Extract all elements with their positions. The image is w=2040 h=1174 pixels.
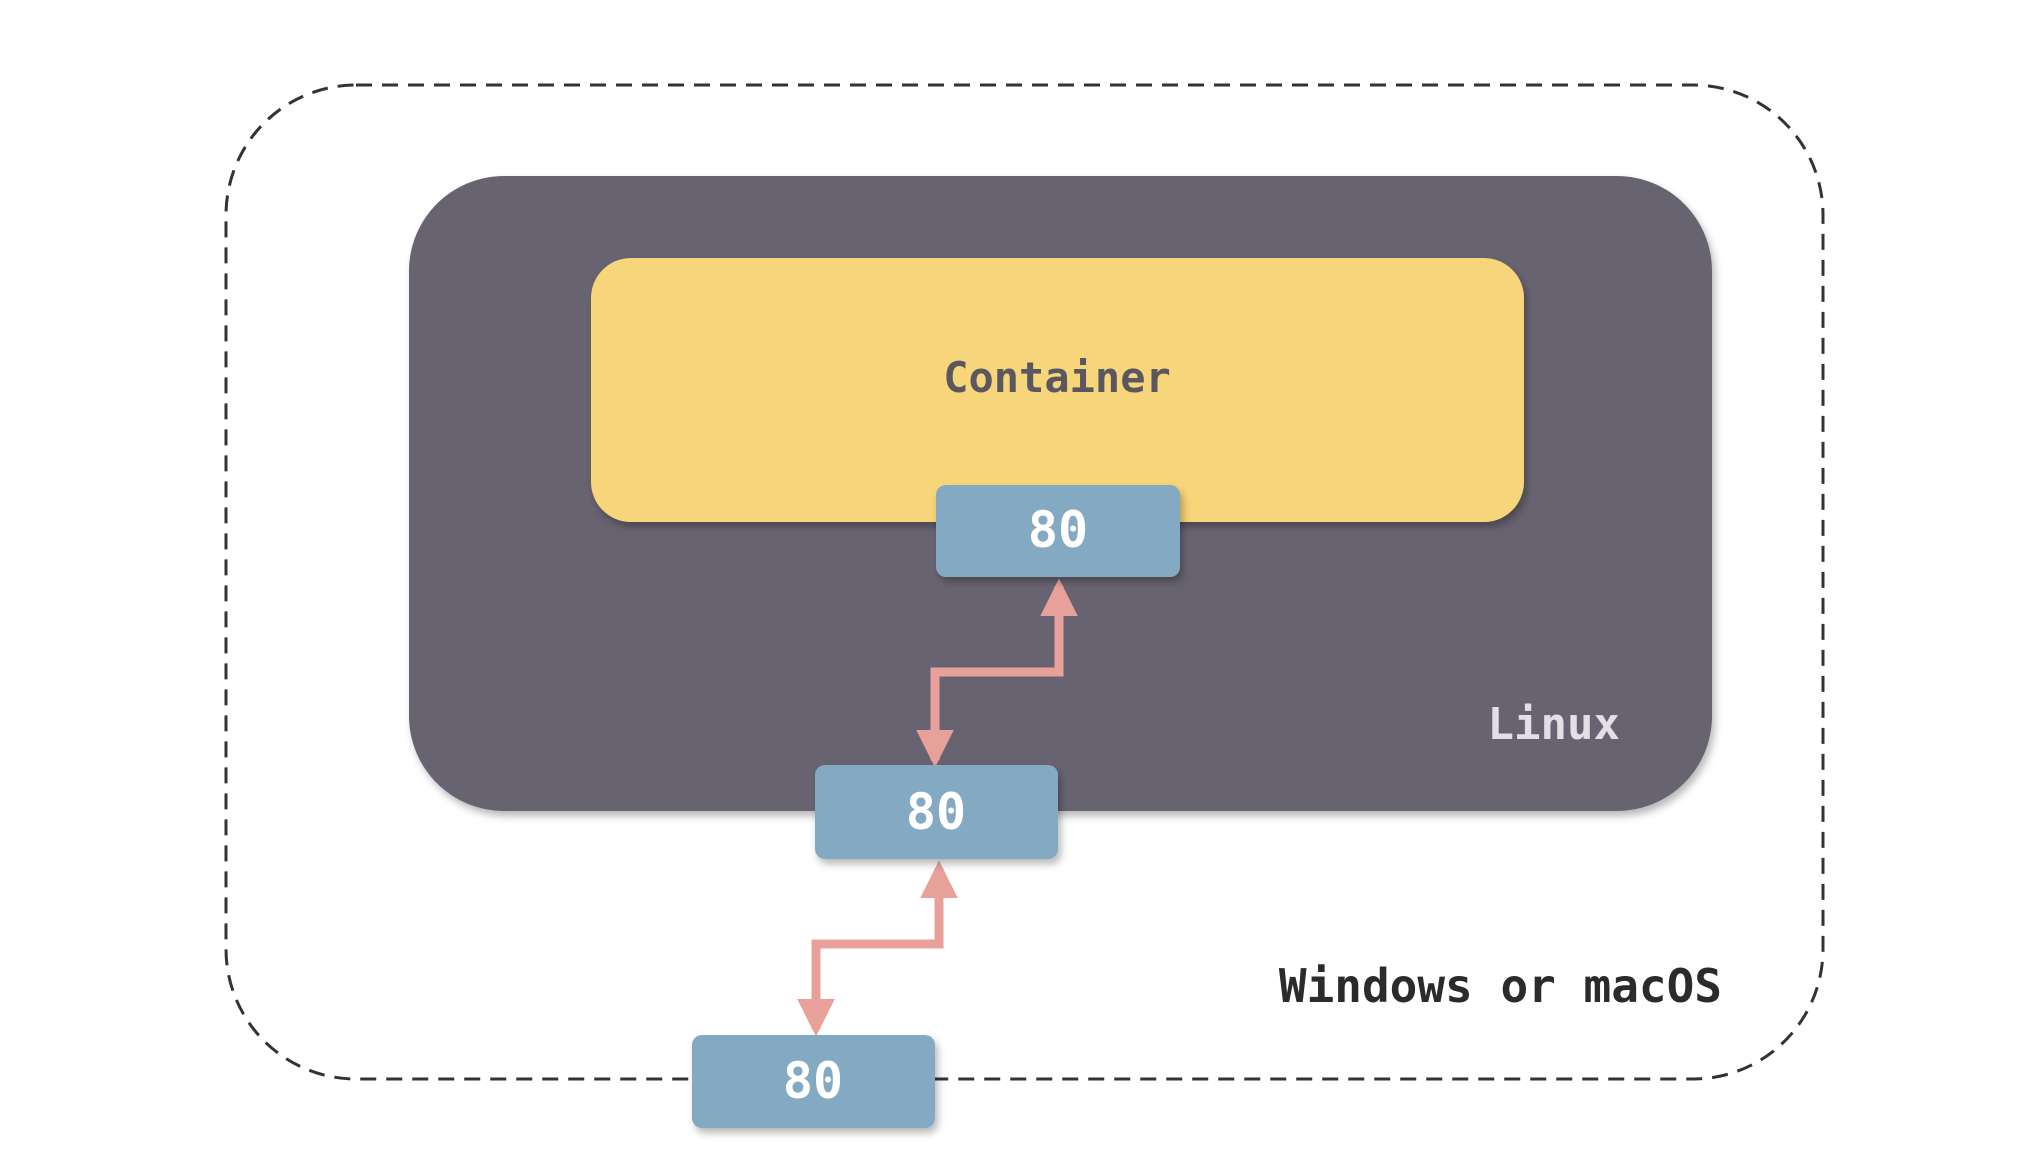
host-os-label: Windows or macOS [1279, 959, 1722, 1013]
container-box [591, 258, 1524, 522]
linux-port-box: 80 [815, 765, 1058, 859]
host-port-box: 80 [692, 1035, 935, 1128]
linux-label: Linux [1488, 699, 1620, 750]
container-port-label: 80 [1028, 501, 1088, 559]
container-port-box: 80 [936, 485, 1180, 577]
host-port-label: 80 [783, 1052, 843, 1110]
arrow-host-to-linux [797, 860, 958, 1037]
container-label: Container [943, 353, 1171, 402]
arrow-linux-to-container [916, 578, 1078, 768]
linux-port-label: 80 [906, 783, 966, 841]
host-os-boundary [224, 83, 1825, 1081]
